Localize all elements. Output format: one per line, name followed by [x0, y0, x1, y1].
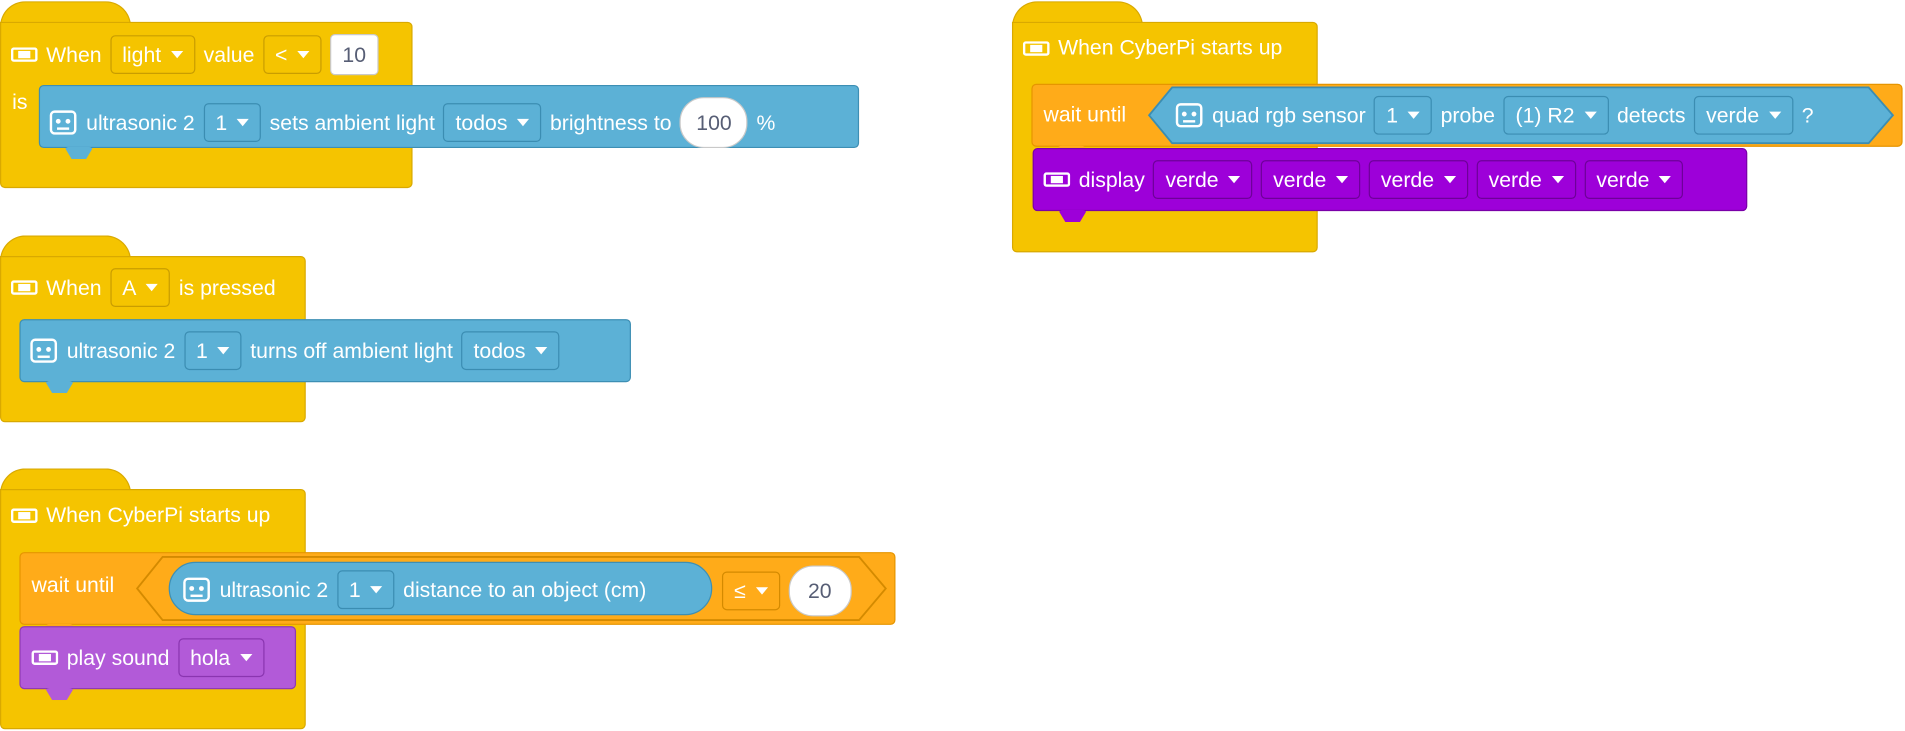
block-notch	[44, 381, 75, 394]
operator-dropdown[interactable]: <	[262, 35, 322, 75]
chevron-down-icon	[1443, 175, 1456, 184]
set-ambient-light-row: ultrasonic 2 1 sets ambient light todos …	[49, 97, 776, 149]
chevron-down-icon	[1551, 175, 1564, 184]
is-label: is	[12, 89, 28, 115]
question-label: ?	[1801, 102, 1814, 127]
start-up-header: When CyberPi starts up	[1022, 35, 1283, 60]
detects-label: detects	[1616, 102, 1686, 127]
target-dropdown[interactable]: todos	[461, 331, 560, 371]
ultrasonic-icon	[183, 577, 210, 602]
compare-row: ≤ 20	[721, 565, 852, 617]
sensor-dropdown[interactable]: light	[110, 35, 196, 75]
distance-label: distance to an object (cm)	[403, 576, 647, 602]
block-notch	[44, 687, 75, 701]
button-dropdown[interactable]: A	[110, 268, 171, 307]
ultrasonic-icon	[30, 338, 58, 363]
rgb-sensor-row: quad rgb sensor 1 probe (1) R2 detects v…	[1175, 95, 1814, 135]
command-label: sets ambient light	[269, 109, 435, 135]
index-dropdown[interactable]: 1	[203, 103, 262, 142]
display-row: display verde verde verde verde verde	[1043, 160, 1684, 199]
chevron-down-icon	[1228, 175, 1241, 184]
distance-row: ultrasonic 2 1 distance to an object (cm…	[182, 570, 647, 610]
command-label: turns off ambient light	[250, 337, 453, 363]
when-label: When	[46, 274, 102, 300]
chevron-down-icon	[297, 50, 310, 59]
display-label: display	[1078, 166, 1145, 192]
cyberpi-icon	[31, 650, 59, 665]
block-notch	[64, 146, 94, 159]
brightness-label: brightness to	[549, 109, 672, 135]
play-sound-row: play sound hola	[31, 638, 265, 678]
turn-off-row: ultrasonic 2 1 turns off ambient light t…	[29, 331, 560, 371]
brightness-input[interactable]: 100	[680, 97, 748, 149]
index-dropdown[interactable]: 1	[336, 570, 395, 610]
probe-label: probe	[1440, 102, 1495, 127]
chevron-down-icon	[755, 587, 768, 595]
index-dropdown[interactable]: 1	[183, 331, 242, 371]
target-dropdown[interactable]: todos	[443, 103, 542, 142]
device-label: quad rgb sensor	[1212, 102, 1366, 127]
wait-until-label: wait until	[1043, 101, 1127, 127]
led-color-dropdown-4[interactable]: verde	[1476, 160, 1576, 199]
threshold-input[interactable]: 10	[329, 33, 379, 76]
block-notch	[1058, 209, 1088, 223]
play-sound-label: play sound	[66, 644, 170, 670]
ultrasonic-icon	[49, 110, 77, 135]
start-up-header: When CyberPi starts up	[10, 502, 271, 527]
chevron-down-icon	[1407, 111, 1420, 119]
chevron-down-icon	[517, 118, 530, 127]
cyberpi-icon	[10, 47, 38, 62]
start-up-label: When CyberPi starts up	[1058, 35, 1283, 60]
is-pressed-label: is pressed	[178, 274, 276, 300]
distance-value-input[interactable]: 20	[788, 565, 852, 617]
chevron-down-icon	[1584, 111, 1597, 119]
chevron-down-icon	[236, 118, 250, 127]
led-color-dropdown-1[interactable]: verde	[1153, 160, 1253, 199]
led-color-dropdown-5[interactable]: verde	[1584, 160, 1684, 199]
device-label: ultrasonic 2	[219, 576, 329, 602]
cyberpi-icon	[1043, 172, 1071, 187]
chevron-down-icon	[370, 586, 383, 594]
chevron-down-icon	[1336, 175, 1349, 184]
event-button-header: When A is pressed	[10, 268, 276, 307]
distance-reporter[interactable]	[168, 561, 713, 616]
event-light-header: When light value < 10	[10, 33, 379, 76]
device-label: ultrasonic 2	[66, 337, 176, 363]
chevron-down-icon	[239, 654, 253, 662]
value-label: value	[203, 41, 255, 67]
cyberpi-icon	[1022, 40, 1050, 56]
color-dropdown[interactable]: verde	[1693, 95, 1794, 135]
led-color-dropdown-2[interactable]: verde	[1261, 160, 1361, 199]
chevron-down-icon	[217, 347, 230, 355]
wait-until-label: wait until	[31, 572, 115, 597]
probe-dropdown[interactable]: (1) R2	[1503, 95, 1609, 135]
unit-label: %	[756, 109, 776, 135]
chevron-down-icon	[170, 50, 184, 59]
led-color-dropdown-3[interactable]: verde	[1368, 160, 1469, 199]
chevron-down-icon	[535, 347, 548, 355]
chevron-down-icon	[146, 283, 159, 292]
cyberpi-icon	[10, 507, 38, 523]
cyberpi-icon	[10, 280, 38, 295]
device-label: ultrasonic 2	[86, 109, 195, 135]
chevron-down-icon	[1659, 175, 1672, 184]
start-up-label: When CyberPi starts up	[46, 502, 271, 527]
sound-dropdown[interactable]: hola	[177, 638, 265, 678]
chevron-down-icon	[1768, 111, 1782, 119]
index-dropdown[interactable]: 1	[1374, 95, 1433, 135]
ultrasonic-icon	[1175, 103, 1203, 128]
when-label: When	[46, 41, 102, 67]
operator-dropdown[interactable]: ≤	[721, 571, 780, 611]
